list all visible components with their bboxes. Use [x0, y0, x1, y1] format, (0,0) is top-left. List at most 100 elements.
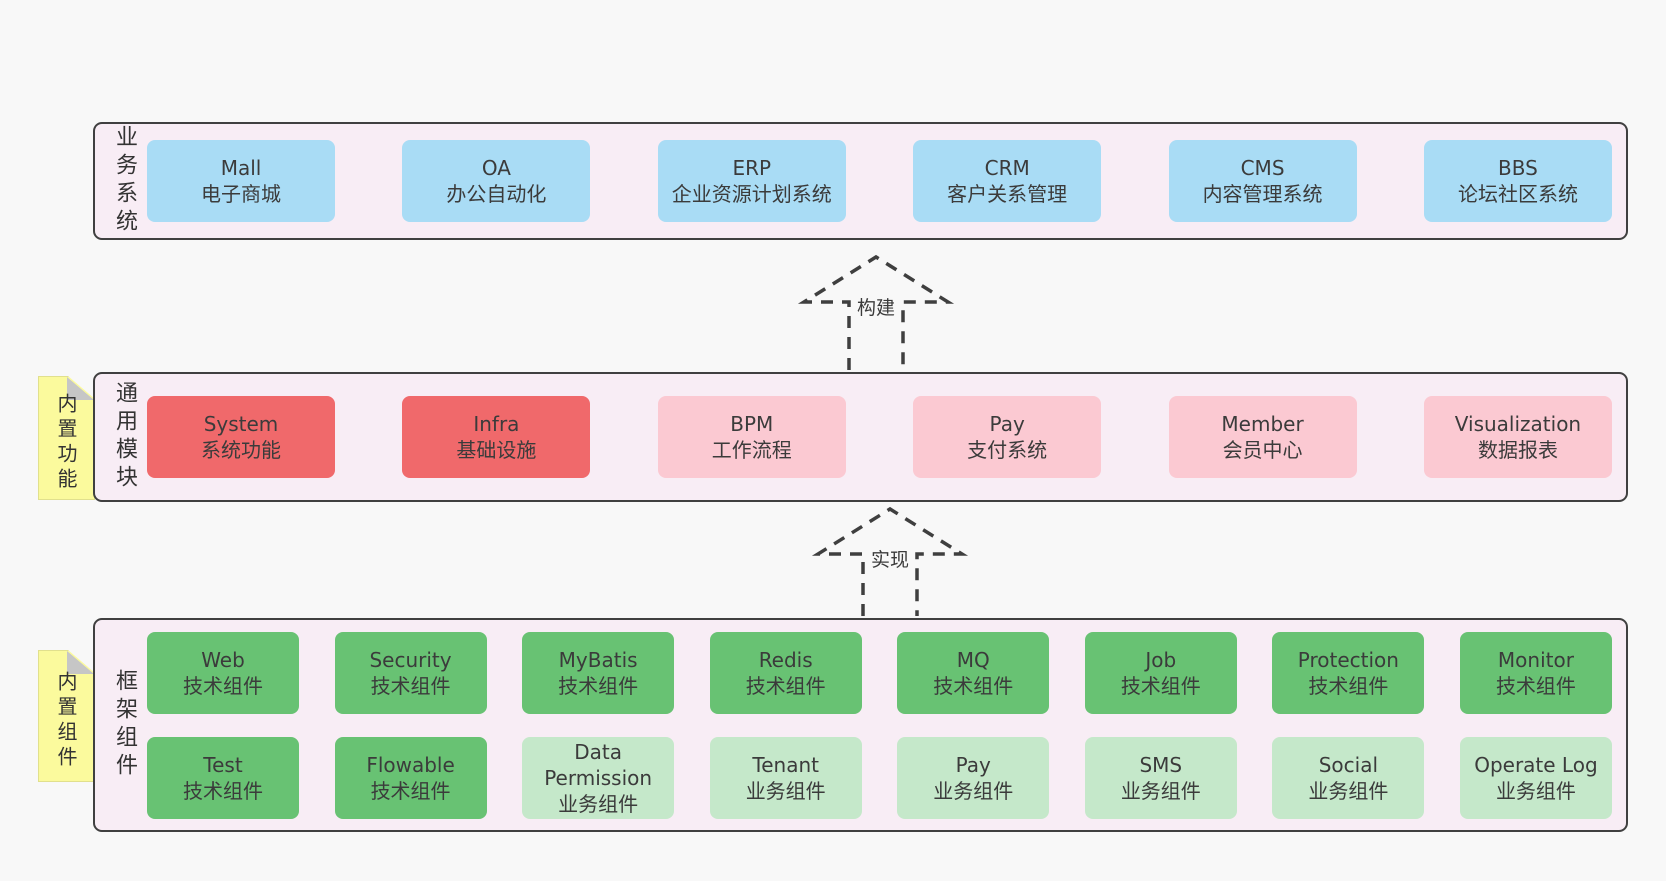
box-subtitle: 技术组件	[745, 673, 826, 698]
implement-arrow: 实现	[810, 506, 970, 618]
box-title: Redis	[758, 647, 813, 672]
box-title: Social	[1318, 752, 1379, 777]
diagram-box: CRM 客户关系管理	[913, 140, 1102, 222]
sticky-note-builtin-components: 内置组件	[38, 650, 95, 782]
diagram-box: SMS 业务组件	[1084, 736, 1237, 819]
box-subtitle: 业务组件	[1308, 778, 1389, 803]
layer-label: 框架组件	[112, 669, 137, 781]
box-subtitle: 企业资源计划系统	[671, 182, 832, 206]
box-subtitle: 电子商城	[201, 182, 281, 206]
box-title: Operate Log	[1474, 752, 1598, 777]
box-subtitle: 技术组件	[183, 673, 263, 698]
box-title: SMS	[1139, 752, 1183, 777]
diagram-box: Flowable 技术组件	[334, 736, 487, 819]
arrow-label: 构建	[853, 292, 899, 321]
box-title: Job	[1145, 647, 1177, 672]
box-title: Infra	[473, 412, 520, 436]
box-title: Monitor	[1497, 647, 1574, 672]
box-subtitle: 技术组件	[183, 778, 263, 803]
note-text: 内置功能	[54, 392, 78, 493]
box-title: BBS	[1498, 156, 1538, 180]
box-title: Test	[203, 752, 243, 777]
diagram-box: Pay 业务组件	[897, 736, 1050, 819]
diagram-box: Infra 基础设施	[402, 396, 591, 478]
box-title: Flowable	[366, 752, 455, 777]
box-subtitle: 技术组件	[1495, 673, 1576, 698]
diagram-box: Data Permission 业务组件	[522, 736, 675, 819]
components-box-row-1: Web 技术组件 Security 技术组件 MyBatis 技术组件	[147, 631, 1612, 714]
box-title: ERP	[732, 156, 772, 180]
box-subtitle: 业务组件	[1120, 778, 1201, 803]
box-subtitle: 业务组件	[558, 791, 639, 816]
diagram-box: Pay 支付系统	[913, 396, 1102, 478]
diagram-box: Web 技术组件	[147, 631, 299, 714]
box-subtitle: 数据报表	[1477, 438, 1558, 462]
box-subtitle: 业务组件	[1495, 778, 1576, 803]
box-subtitle: 论坛社区系统	[1457, 182, 1578, 206]
note-text: 内置组件	[54, 671, 78, 772]
box-title: CMS	[1240, 156, 1285, 180]
diagram-box: Monitor 技术组件	[1459, 631, 1612, 714]
box-title: Security	[369, 647, 452, 672]
diagram-box: Tenant 业务组件	[709, 736, 862, 819]
box-subtitle: 技术组件	[558, 673, 639, 698]
box-title: CRM	[984, 156, 1030, 180]
box-subtitle: 技术组件	[1308, 673, 1389, 698]
diagram-box: System 系统功能	[147, 396, 335, 478]
box-subtitle: 内容管理系统	[1202, 182, 1323, 206]
box-subtitle: 技术组件	[370, 673, 451, 698]
box-title: System	[203, 412, 279, 436]
box-title: Pay	[955, 752, 991, 777]
box-title: Protection	[1297, 647, 1399, 672]
box-title: MQ	[956, 647, 990, 672]
box-subtitle: 支付系统	[967, 438, 1048, 462]
diagram-box: Operate Log 业务组件	[1459, 736, 1612, 819]
diagram-box: OA 办公自动化	[402, 140, 591, 222]
box-title: Pay	[989, 412, 1025, 436]
layer-label: 通用模块	[112, 381, 137, 493]
dashed-up-arrow-icon	[811, 506, 969, 616]
box-title: Tenant	[752, 752, 819, 777]
layer-label: 业务系统	[112, 125, 137, 237]
diagram-box: Redis 技术组件	[709, 631, 862, 714]
box-subtitle: 业务组件	[745, 778, 826, 803]
layer-business-systems: 业务系统 Mall 电子商城 OA 办公自动化 ERP	[93, 122, 1628, 240]
layer-common-modules: 通用模块 System 系统功能 Infra 基础设施 BPM	[93, 372, 1628, 502]
diagram-box: BBS 论坛社区系统	[1423, 140, 1612, 222]
box-title: MyBatis	[558, 647, 638, 672]
components-box-row-2: Test 技术组件 Flowable 技术组件 Data Permission …	[147, 736, 1612, 819]
box-title: Web	[201, 647, 245, 672]
diagram-box: Social 业务组件	[1272, 736, 1425, 819]
box-subtitle: 系统功能	[201, 438, 281, 462]
sticky-note-builtin-features: 内置功能	[38, 376, 95, 500]
box-title: Data Permission	[544, 739, 653, 790]
box-title: BPM	[730, 412, 774, 436]
box-subtitle: 技术组件	[933, 673, 1014, 698]
dashed-up-arrow-icon	[797, 254, 955, 370]
arrow-label: 实现	[867, 544, 913, 573]
modules-box-row: System 系统功能 Infra 基础设施 BPM 工作流程 Pay	[147, 396, 1612, 478]
box-title: OA	[481, 156, 511, 180]
box-subtitle: 技术组件	[1120, 673, 1201, 698]
diagram-box: Security 技术组件	[334, 631, 487, 714]
diagram-box: CMS 内容管理系统	[1168, 140, 1357, 222]
diagram-box: Visualization 数据报表	[1423, 396, 1612, 478]
diagram-box: BPM 工作流程	[657, 396, 846, 478]
box-subtitle: 办公自动化	[446, 182, 547, 206]
diagram-box: Mall 电子商城	[147, 140, 335, 222]
box-title: Mall	[220, 156, 262, 180]
box-title: Member	[1221, 412, 1304, 436]
business-box-row: Mall 电子商城 OA 办公自动化 ERP 企业资源计划系统 CRM	[147, 140, 1612, 222]
diagram-box: Member 会员中心	[1168, 396, 1357, 478]
diagram-box: MyBatis 技术组件	[522, 631, 675, 714]
box-title: Visualization	[1454, 412, 1582, 436]
diagram-box: Protection 技术组件	[1272, 631, 1425, 714]
box-subtitle: 客户关系管理	[947, 182, 1068, 206]
box-subtitle: 基础设施	[456, 438, 537, 462]
box-subtitle: 工作流程	[711, 438, 792, 462]
diagram-box: ERP 企业资源计划系统	[657, 140, 846, 222]
box-subtitle: 会员中心	[1222, 438, 1303, 462]
box-subtitle: 技术组件	[370, 778, 451, 803]
diagram-box: Job 技术组件	[1084, 631, 1237, 714]
